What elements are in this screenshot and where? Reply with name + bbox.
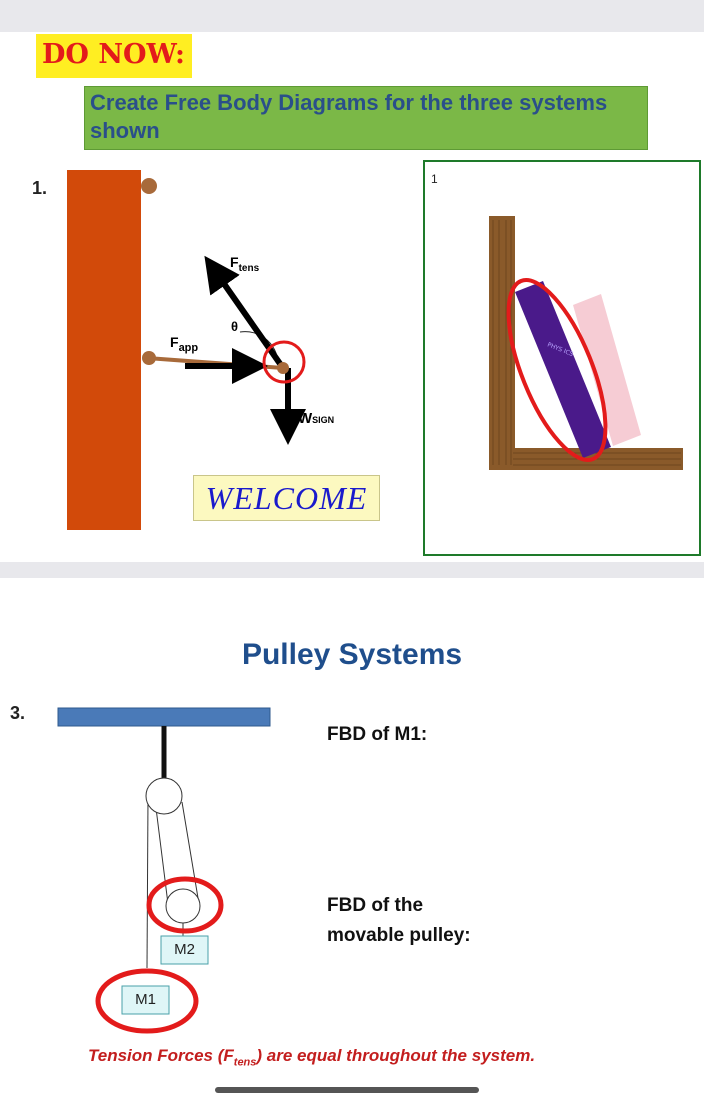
mass-m2-label: M2	[174, 941, 195, 958]
fbd-pulley-line2: movable pulley:	[327, 925, 471, 946]
physics-book	[515, 281, 611, 458]
movable-pulley	[165, 888, 201, 924]
instruction-text: Create Free Body Diagrams for the three …	[90, 90, 608, 143]
fixed-pulley	[145, 777, 183, 815]
problem-number-1: 1.	[32, 178, 48, 198]
ceiling-support	[57, 707, 271, 727]
rod-knob	[142, 351, 156, 365]
inset-label: 1	[431, 172, 438, 186]
pulley-diagram	[57, 707, 271, 1034]
welcome-sign-text: WELCOME	[205, 480, 368, 516]
pulley-title: Pulley Systems	[241, 638, 463, 671]
tension-arrow	[204, 255, 286, 370]
home-indicator[interactable]	[215, 1087, 479, 1093]
book-on-shelf-illustration: PHYS ICS	[489, 216, 683, 470]
slide-pulley-systems: Pulley Systems 3. M2 M1 FBD of M1: FBD o…	[0, 578, 704, 1093]
movable-pulley-highlight	[146, 876, 224, 934]
fbd-m1-prompt: FBD of M1:	[327, 724, 428, 745]
problem-number-3: 3.	[10, 703, 26, 723]
weight-label: WSIGN	[298, 410, 335, 427]
mass-m2-box	[160, 935, 209, 965]
angle-label: θ	[231, 319, 239, 334]
do-now-label: DO NOW:	[42, 39, 185, 70]
junction-highlight-circle	[262, 340, 306, 384]
fbd-pulley-prompt: FBD of the movable pulley:	[327, 891, 471, 951]
upper-hinge-knob	[141, 178, 157, 194]
wall-board	[67, 170, 141, 530]
m1-highlight	[95, 968, 199, 1034]
slide-free-body-diagrams: DO NOW: Create Free Body Diagrams for th…	[0, 32, 704, 562]
fbd-pulley-line1: FBD of the	[327, 895, 424, 916]
force-diagram	[141, 178, 306, 445]
applied-force-label: Fapp	[170, 334, 199, 354]
tension-note: Tension Forces (Ftens) are equal through…	[88, 1046, 536, 1069]
rope-inner	[155, 807, 169, 905]
rope-left	[146, 796, 149, 969]
rope-right	[181, 801, 200, 905]
mass-m1-label: M1	[135, 991, 156, 1008]
tension-label: Ftens	[230, 254, 260, 274]
mass-m1-box	[121, 985, 170, 1015]
inset-frame	[423, 160, 701, 556]
do-now-highlight	[36, 34, 192, 78]
book-highlight-ellipse	[506, 278, 608, 462]
welcome-sign	[193, 475, 380, 521]
book-ghost	[573, 294, 641, 446]
junction-knob	[277, 362, 289, 374]
instruction-banner	[84, 86, 648, 150]
